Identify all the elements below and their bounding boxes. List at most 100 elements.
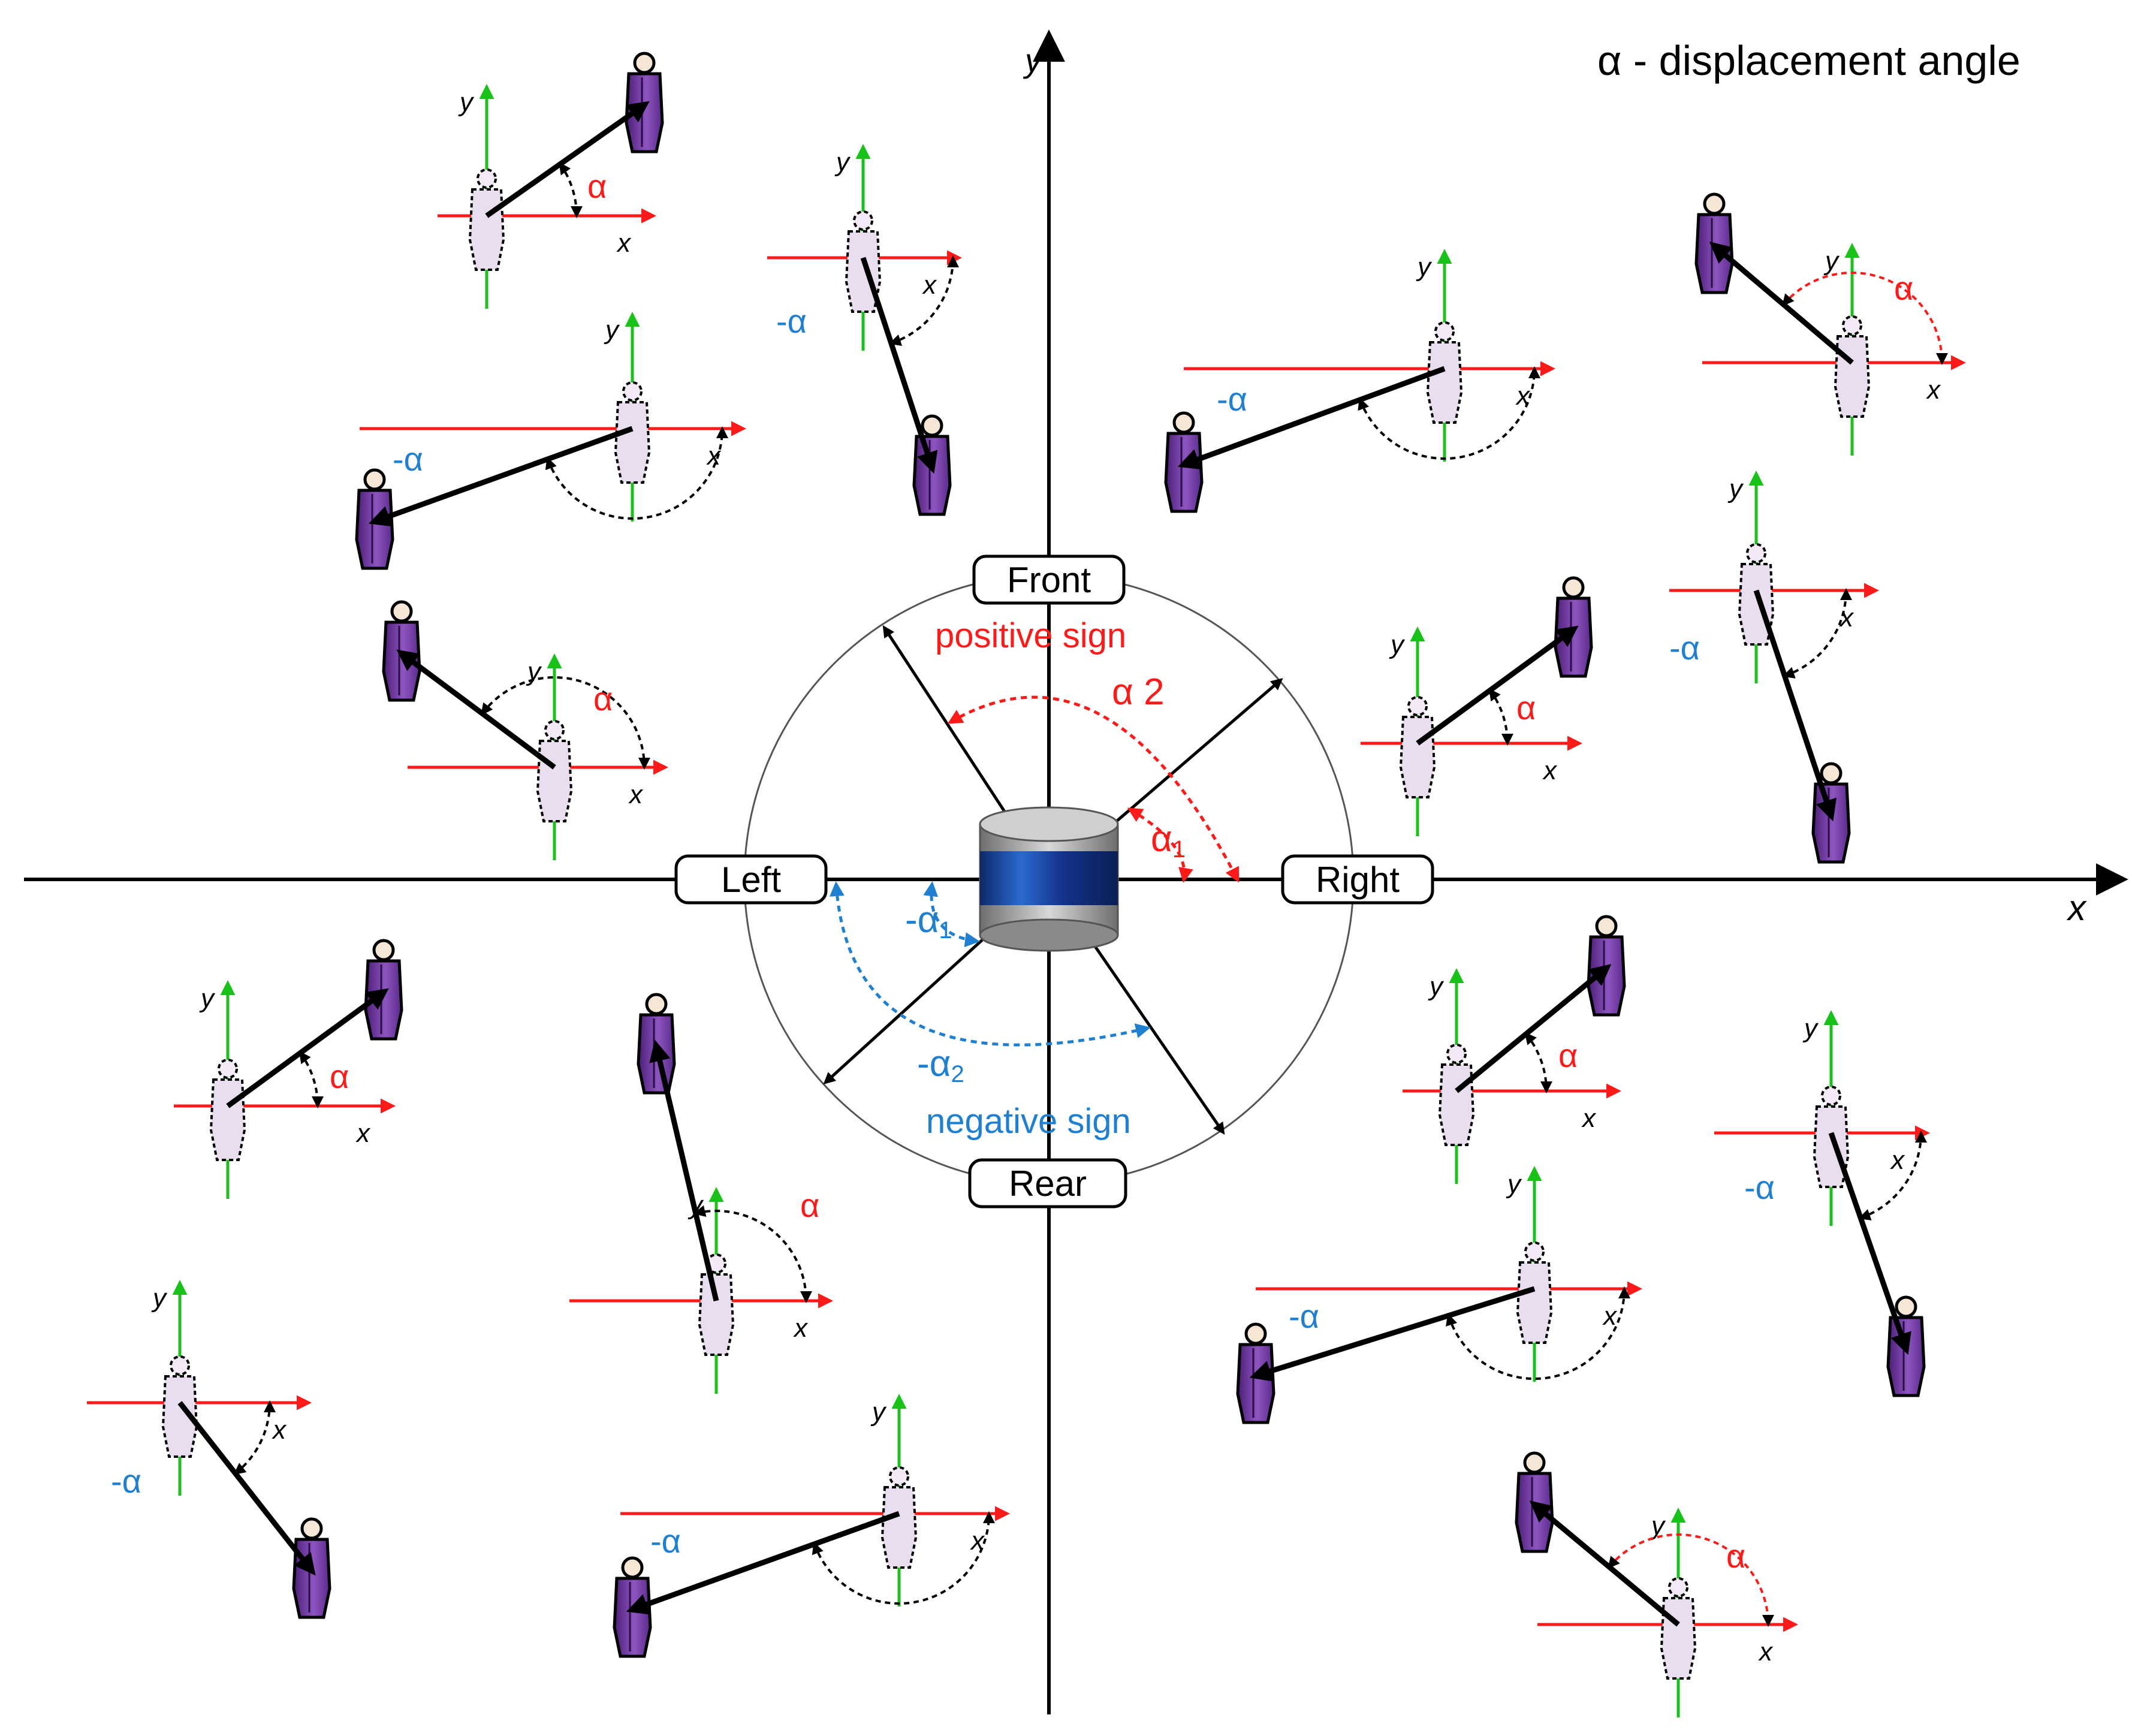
displacement-arrow bbox=[1455, 964, 1612, 1093]
alpha2-arc bbox=[947, 695, 1240, 883]
local-y-label: y bbox=[151, 1283, 168, 1313]
local-y-label: y bbox=[526, 657, 542, 686]
angle-label: -α bbox=[111, 1462, 141, 1500]
person-icon bbox=[638, 994, 674, 1093]
angle-arc bbox=[812, 1511, 995, 1605]
displacement-figure-9: xyα bbox=[174, 941, 402, 1199]
right-label-box: Right bbox=[1281, 854, 1434, 905]
angle-arc bbox=[693, 1205, 812, 1303]
angle-arc bbox=[1781, 272, 1948, 365]
person-figures: xyαxy-αxy-αxyαxy-αxyαxyαxy-αxyαxyαxy-αxy… bbox=[87, 53, 1966, 1717]
local-x-label: x bbox=[1839, 603, 1854, 632]
person-icon bbox=[366, 941, 402, 1039]
local-y-label: y bbox=[1727, 474, 1744, 504]
local-y-label: y bbox=[1506, 1170, 1522, 1199]
displacement-figure-14: xyα bbox=[1403, 917, 1624, 1184]
rear-label: Rear bbox=[1009, 1164, 1087, 1204]
angle-arc bbox=[1446, 1286, 1630, 1380]
displacement-arrow bbox=[1416, 625, 1579, 746]
displacement-figure-3: xy-α bbox=[357, 312, 746, 568]
angle-arc bbox=[1608, 1533, 1774, 1627]
sensor-area: α1 α 2 -α1 -α2 positive sign negative si… bbox=[674, 554, 1434, 1208]
displacement-arrow bbox=[860, 257, 938, 474]
front-label-box: Front bbox=[972, 554, 1126, 605]
angle-arc bbox=[298, 1051, 324, 1108]
alpha1-label: α1 bbox=[1151, 818, 1186, 863]
local-x-label: x bbox=[272, 1415, 287, 1445]
start-position-ghost-icon bbox=[536, 720, 572, 822]
angle-label: -α bbox=[1669, 629, 1700, 667]
local-y-label: y bbox=[604, 315, 620, 345]
local-x-label: x bbox=[793, 1313, 809, 1343]
angle-label: α bbox=[800, 1186, 819, 1224]
start-position-ghost-icon bbox=[1439, 1044, 1474, 1146]
local-x-label: x bbox=[616, 228, 632, 258]
neg-alpha1-label: -α1 bbox=[905, 899, 952, 944]
angle-label: -α bbox=[393, 440, 423, 478]
lidar-sensor-icon bbox=[979, 806, 1119, 952]
local-x-label: x bbox=[1926, 375, 1941, 405]
neg-alpha2-label: -α2 bbox=[917, 1043, 964, 1087]
right-label: Right bbox=[1316, 860, 1400, 900]
angle-arc bbox=[559, 162, 583, 218]
angle-label: α bbox=[587, 167, 607, 205]
negative-sign-label: negative sign bbox=[926, 1102, 1131, 1141]
displacement-figure-10: xyα bbox=[569, 994, 833, 1394]
angle-arc bbox=[233, 1400, 276, 1475]
angle-label: -α bbox=[1744, 1168, 1775, 1206]
person-icon bbox=[626, 53, 662, 152]
local-y-label: y bbox=[1823, 246, 1840, 276]
displacement-arrow bbox=[1753, 589, 1837, 822]
main-y-axis-label: y bbox=[1023, 41, 1044, 79]
angle-arc bbox=[1858, 1131, 1927, 1220]
person-icon bbox=[1588, 917, 1624, 1015]
left-label: Left bbox=[721, 860, 781, 900]
local-x-label: x bbox=[1515, 381, 1531, 411]
displacement-figure-1: xyα bbox=[438, 53, 662, 309]
angle-label: -α bbox=[1217, 380, 1247, 418]
local-x-label: x bbox=[1758, 1637, 1774, 1666]
local-x-label: x bbox=[628, 780, 644, 809]
angle-label: α bbox=[593, 680, 613, 718]
angle-arc bbox=[889, 255, 959, 346]
person-icon bbox=[1516, 1453, 1552, 1551]
person-icon bbox=[1555, 578, 1591, 676]
main-x-axis-label: x bbox=[2066, 888, 2087, 928]
start-position-ghost-icon bbox=[469, 168, 505, 271]
neg-alpha2-arc bbox=[829, 881, 1151, 1047]
start-position-ghost-icon bbox=[1660, 1577, 1696, 1680]
displacement-figure-13: x y -α bbox=[87, 1280, 330, 1617]
angle-label: α bbox=[330, 1057, 349, 1095]
legend-text: α - displacement angle bbox=[1597, 37, 2021, 84]
local-y-label: y bbox=[1428, 972, 1445, 1001]
angle-arc bbox=[1358, 366, 1540, 460]
displacement-arrow bbox=[226, 988, 389, 1108]
angle-arc bbox=[481, 676, 650, 770]
local-x-label: x bbox=[1890, 1146, 1905, 1175]
angle-label: α bbox=[1726, 1537, 1745, 1575]
local-y-label: y bbox=[834, 147, 851, 177]
local-x-label: x bbox=[970, 1526, 985, 1556]
angle-label: α bbox=[1894, 269, 1913, 307]
start-position-ghost-icon bbox=[1400, 696, 1436, 798]
angle-arc bbox=[545, 426, 728, 520]
displacement-figure-2: xy-α bbox=[767, 144, 962, 514]
local-y-label: y bbox=[870, 1397, 887, 1427]
alpha2-label: α 2 bbox=[1112, 671, 1165, 713]
angle-arc bbox=[1524, 1032, 1552, 1093]
displacement-arrow bbox=[649, 1039, 719, 1302]
displacement-figure-12: x y -α bbox=[1714, 1010, 1930, 1396]
displacement-figure-17: xyα bbox=[1516, 1453, 1798, 1717]
displacement-arrow bbox=[177, 1401, 316, 1576]
positive-sign-label: positive sign bbox=[935, 616, 1126, 655]
person-icon bbox=[1696, 194, 1732, 293]
person-icon bbox=[384, 602, 420, 700]
angle-label: α bbox=[1558, 1036, 1578, 1074]
displacement-figure-5: xy-α bbox=[1166, 249, 1555, 511]
local-y-label: y bbox=[1802, 1014, 1819, 1043]
local-y-label: y bbox=[199, 984, 216, 1013]
displacement-arrow bbox=[1828, 1132, 1911, 1355]
displacement-figure-4: x y α bbox=[384, 602, 668, 860]
